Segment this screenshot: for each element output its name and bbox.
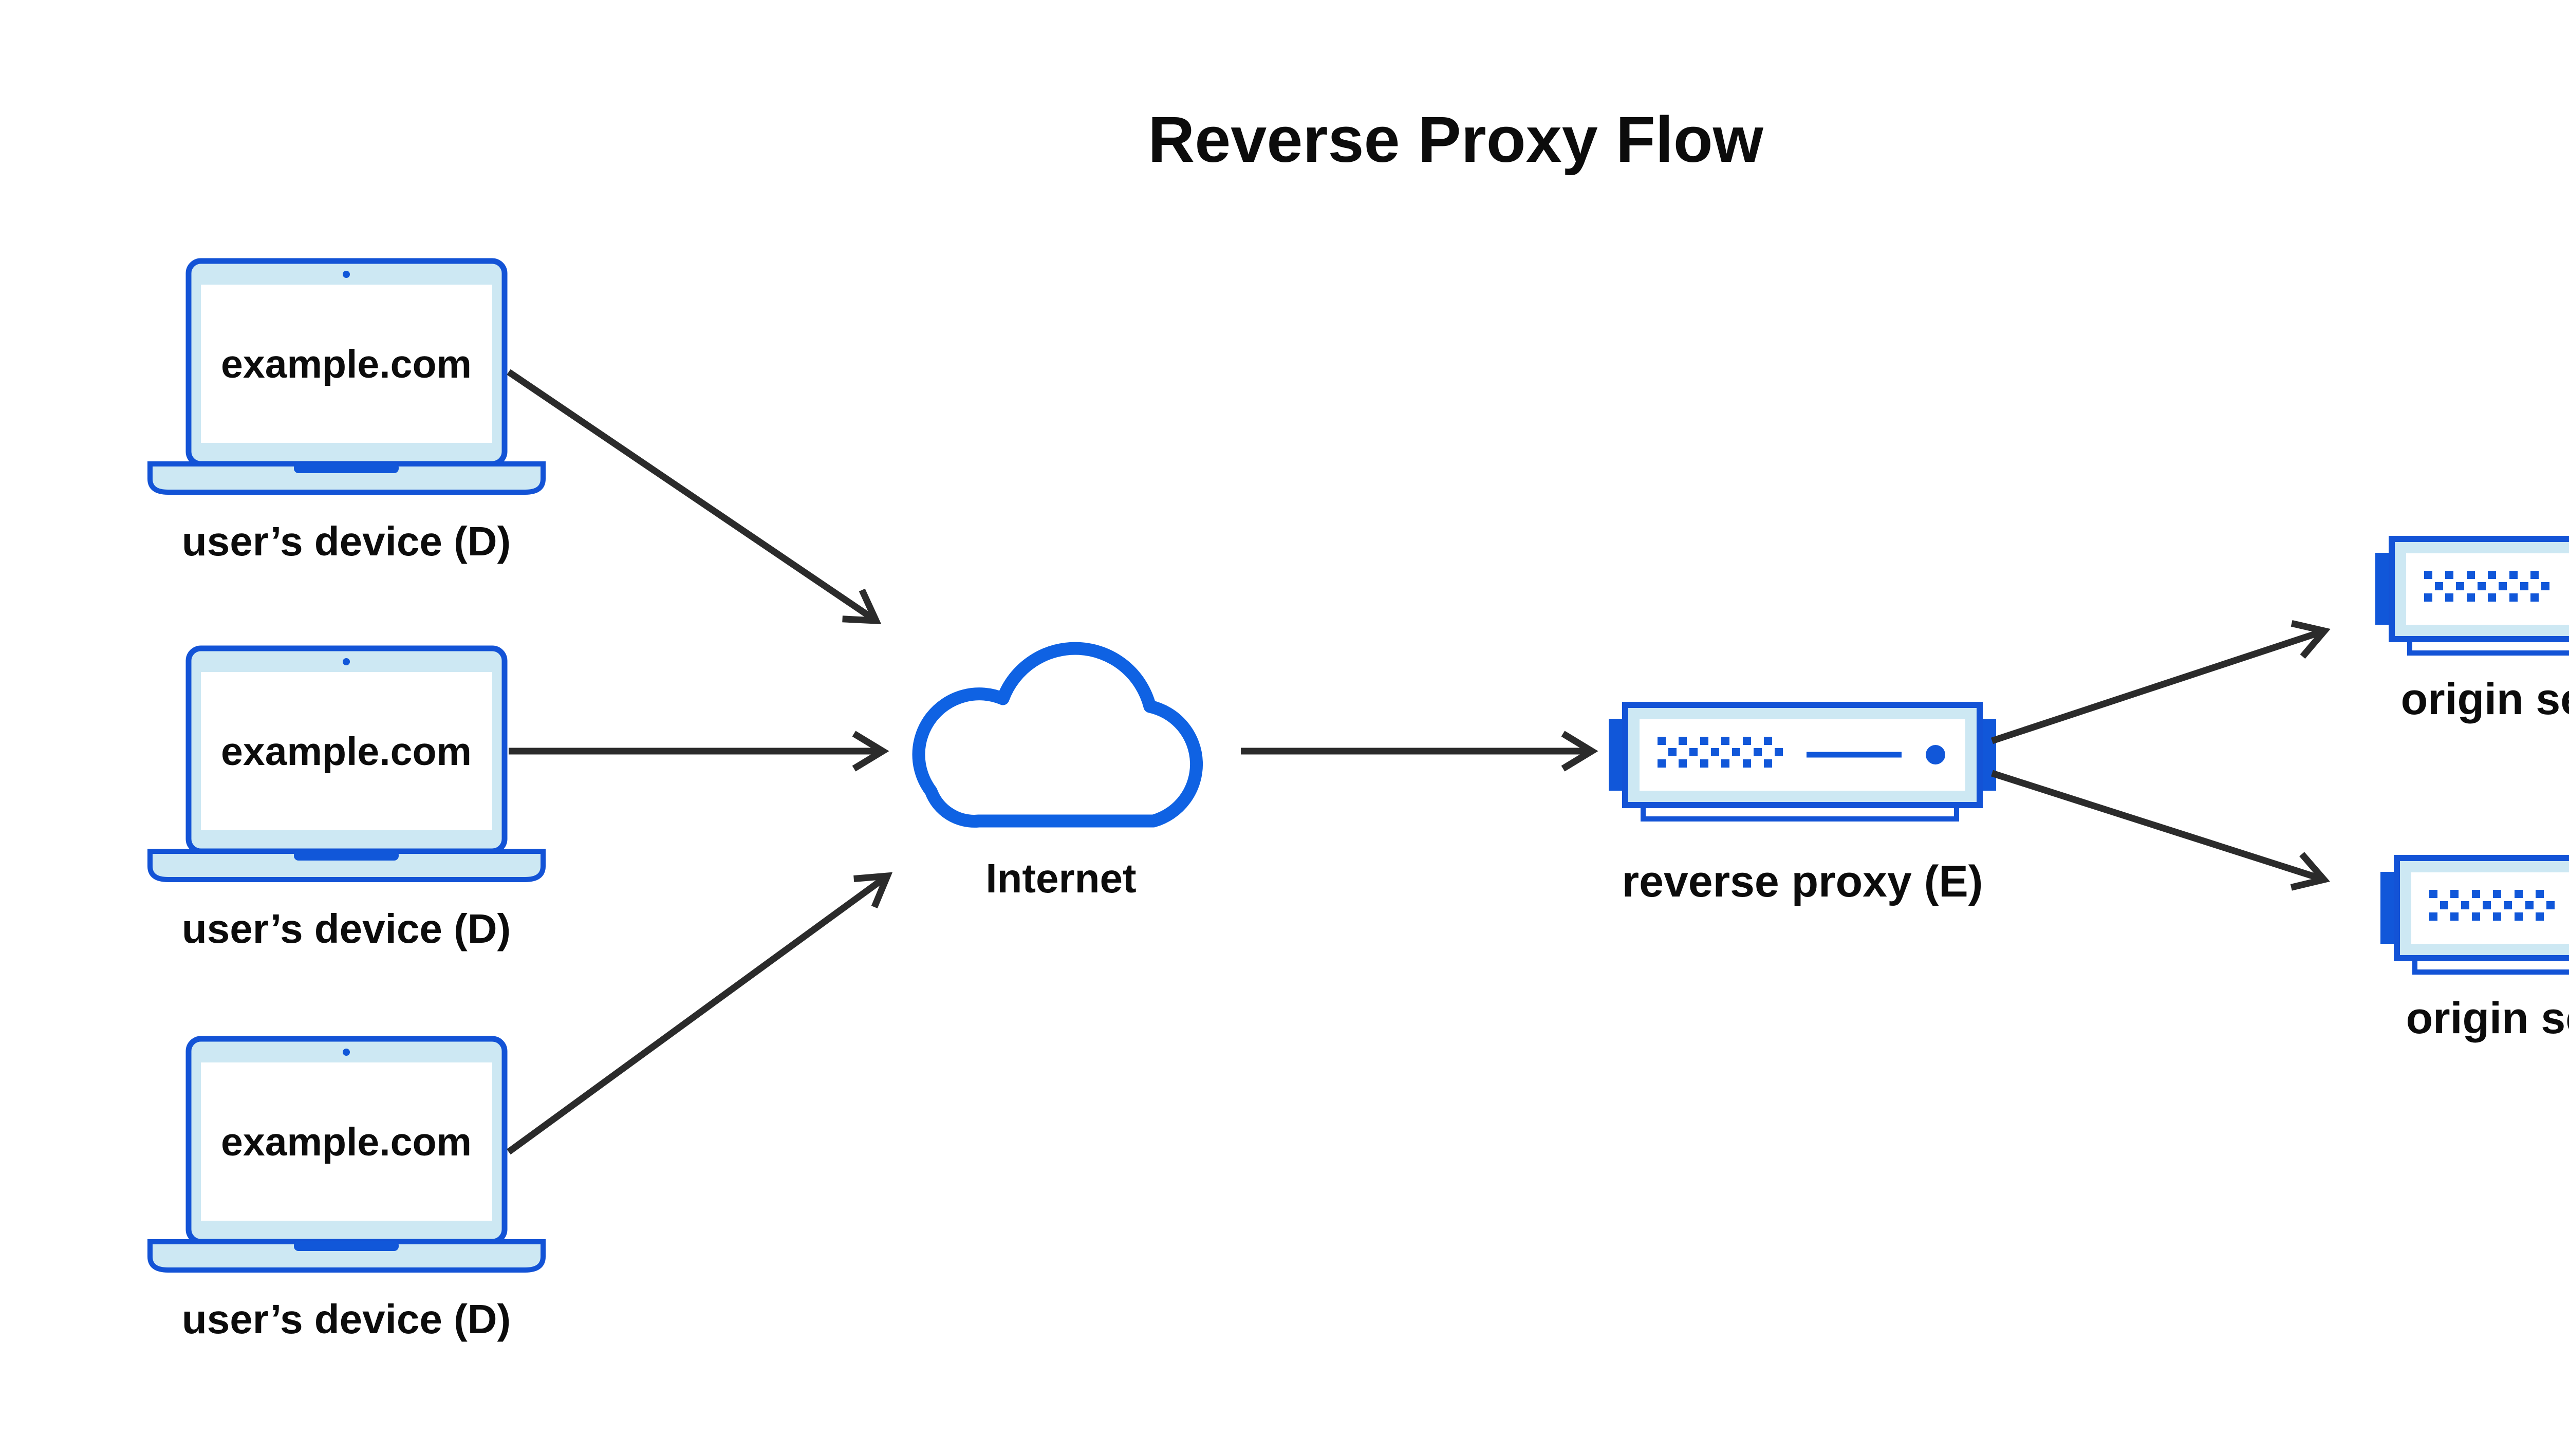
device-caption: user’s device (D) [182, 1296, 511, 1342]
origin-server-1: origin server (F) [2375, 539, 2569, 724]
internet: Internet [912, 642, 1203, 901]
user-device-1: example.com user’s device (D) [150, 261, 543, 564]
arrow-device3-to-internet [507, 872, 893, 1155]
origin-server-2: origin server (F) [2380, 858, 2569, 1043]
device-caption: user’s device (D) [182, 906, 511, 951]
reverse-proxy-icon [1609, 705, 1996, 819]
page-title: Reverse Proxy Flow [1148, 103, 1764, 176]
arrow-device1-to-internet [507, 369, 882, 625]
origin-server-icon [2380, 858, 2569, 972]
device-screen-label: example.com [221, 730, 472, 774]
device-screen-label: example.com [221, 1120, 472, 1164]
internet-label: Internet [985, 855, 1136, 901]
origin-server-icon [2375, 539, 2569, 653]
device-screen-label: example.com [221, 342, 472, 386]
cloud-icon [912, 642, 1203, 828]
arrow-proxy-to-origin1 [1990, 620, 2331, 744]
reverse-proxy: reverse proxy (E) [1609, 705, 1996, 906]
origin-server-label: origin server (F) [2406, 994, 2569, 1043]
user-device-2: example.com user’s device (D) [150, 648, 543, 951]
device-caption: user’s device (D) [182, 518, 511, 564]
origin-server-label: origin server (F) [2401, 675, 2569, 724]
reverse-proxy-label: reverse proxy (E) [1622, 857, 1983, 906]
arrow-proxy-to-origin2 [1991, 770, 2330, 891]
user-device-3: example.com user’s device (D) [150, 1039, 543, 1342]
